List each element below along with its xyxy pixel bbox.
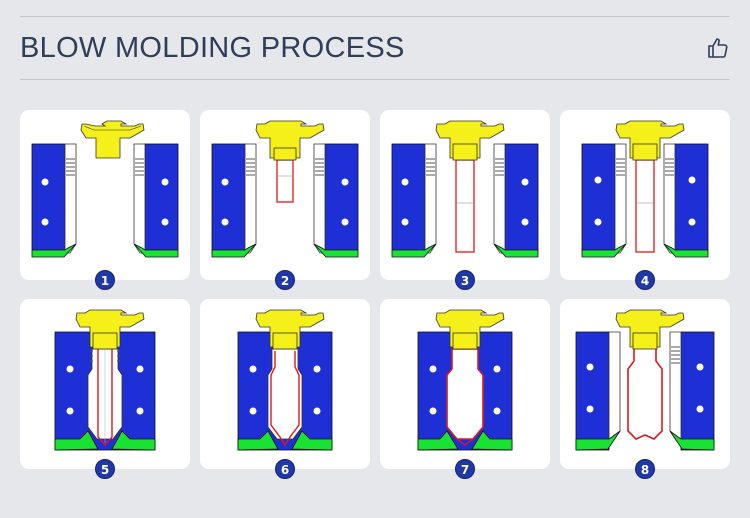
header-divider <box>20 79 730 80</box>
thumbs-up-icon[interactable] <box>706 36 730 60</box>
step-card: 3 <box>380 110 550 290</box>
step-4-diagram <box>581 120 709 258</box>
step-card: 7 <box>380 299 550 479</box>
step-1-diagram <box>31 120 179 258</box>
top-divider <box>20 16 730 17</box>
step-card: 6 <box>200 299 370 479</box>
step-number-badge: 1 <box>95 270 115 290</box>
step-number-badge: 4 <box>635 270 655 290</box>
step-card: 5 <box>20 299 190 479</box>
step-2-diagram <box>211 120 359 258</box>
step-card: 8 <box>560 299 730 479</box>
step-number-badge: 2 <box>275 270 295 290</box>
step-number-badge: 7 <box>455 459 475 479</box>
step-card: 2 <box>200 110 370 290</box>
step-card: 4 <box>560 110 730 290</box>
step-card: 1 <box>20 110 190 290</box>
page-title: BLOW MOLDING PROCESS <box>20 32 405 64</box>
step-8-diagram <box>575 309 715 451</box>
step-3-diagram <box>391 120 539 258</box>
step-number-badge: 3 <box>455 270 475 290</box>
step-7-diagram <box>417 309 513 451</box>
step-number-badge: 6 <box>275 459 295 479</box>
step-number-badge: 8 <box>635 459 655 479</box>
step-number-badge: 5 <box>95 459 115 479</box>
step-6-diagram <box>237 309 333 451</box>
step-5-diagram <box>54 309 156 451</box>
